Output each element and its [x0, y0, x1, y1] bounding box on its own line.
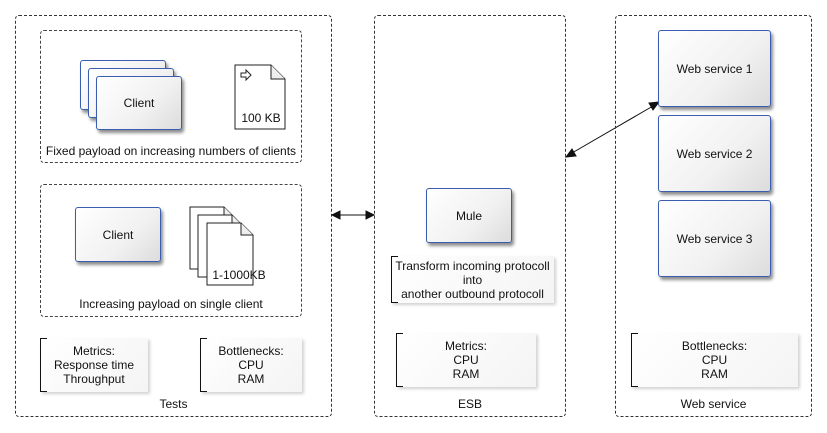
- web-service-label: Web service 2: [676, 146, 753, 161]
- web-service-1-box: Web service 1: [658, 30, 771, 107]
- metrics-title: Metrics:: [73, 344, 115, 358]
- metrics-line: RAM: [452, 367, 480, 381]
- esb-label: ESB: [457, 397, 482, 411]
- web-service-2-box: Web service 2: [658, 115, 771, 192]
- esb-metrics-note: Metrics: CPU RAM: [396, 333, 536, 387]
- webservice-container: [615, 15, 812, 417]
- tests-bottlenecks-note: Bottlenecks: CPU RAM: [200, 338, 302, 392]
- web-service-label: Web service 1: [676, 61, 753, 76]
- transform-note: Transform incoming protocoll into anothe…: [391, 256, 554, 303]
- arrow-right-icon: [240, 68, 252, 82]
- bottlenecks-line: RAM: [237, 372, 265, 386]
- mule-label: Mule: [455, 208, 482, 223]
- document-stack-icon: [189, 206, 254, 286]
- tests-label: Tests: [159, 397, 188, 411]
- fixed-payload-group: [40, 30, 302, 163]
- metrics-line: CPU: [453, 353, 479, 367]
- tests-esb-connector: [330, 210, 376, 220]
- client-label: Client: [102, 227, 134, 242]
- mule-box: Mule: [426, 188, 512, 243]
- client-box-multi: Client: [96, 76, 182, 130]
- webservice-label: Web service: [680, 397, 747, 411]
- tests-metrics-note: Metrics: Response time Throughput: [40, 338, 148, 392]
- transform-line: Transform incoming protocoll: [395, 258, 550, 273]
- web-service-label: Web service 3: [676, 231, 753, 246]
- client-label: Client: [123, 96, 155, 110]
- client-box-single: Client: [75, 207, 161, 262]
- increasing-payload-group: [40, 184, 302, 317]
- payload-100kb-label: 100 KB: [241, 111, 281, 125]
- bottlenecks-title: Bottlenecks:: [681, 339, 748, 353]
- esb-webservice-connector: [564, 101, 661, 158]
- metrics-line: Throughput: [63, 372, 125, 386]
- metrics-title: Metrics:: [445, 339, 487, 353]
- payload-range-label: 1-1000KB: [212, 268, 266, 282]
- bottlenecks-line: CPU: [701, 353, 728, 367]
- bottlenecks-title: Bottlenecks:: [218, 344, 284, 358]
- webservice-bottlenecks-note: Bottlenecks: CPU RAM: [631, 333, 798, 387]
- bottlenecks-line: RAM: [701, 367, 728, 381]
- metrics-line: Response time: [53, 358, 135, 372]
- transform-line: another outbound protocoll: [401, 286, 544, 301]
- web-service-3-box: Web service 3: [658, 200, 771, 277]
- bottlenecks-line: CPU: [238, 358, 264, 372]
- esb-container: [374, 15, 566, 417]
- increasing-payload-caption: Increasing payload on single client: [79, 297, 263, 311]
- transform-line: into: [462, 272, 483, 287]
- tests-container: [15, 15, 332, 417]
- fixed-payload-caption: Fixed payload on increasing numbers of c…: [45, 144, 297, 158]
- document-icon: [234, 64, 286, 130]
